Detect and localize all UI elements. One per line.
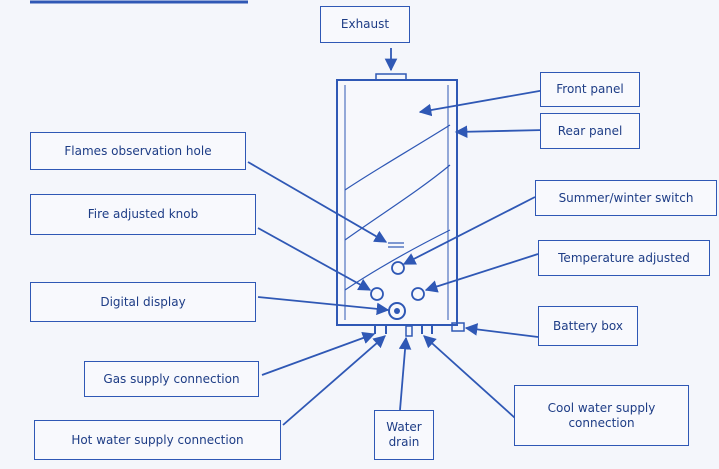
label-temperature-adjusted: Temperature adjusted — [538, 240, 710, 276]
battery-box-part — [451, 322, 465, 332]
arrow-digital-display — [257, 296, 390, 316]
arrow-cool-water — [423, 335, 516, 419]
summer-winter-switch-knob — [391, 261, 405, 275]
label-battery-box: Battery box — [538, 306, 638, 346]
label-exhaust: Exhaust — [320, 6, 410, 43]
arrow-temperature — [424, 253, 539, 293]
arrow-flames-hole — [247, 161, 388, 243]
arrow-front-panel — [418, 89, 546, 117]
arrow-rear-panel — [454, 125, 546, 139]
temperature-knob — [411, 287, 425, 301]
label-cool-water-supply-connection: Cool water supply connection — [514, 385, 689, 446]
label-fire-adjusted-knob: Fire adjusted knob — [30, 194, 256, 235]
arrow-battery-box — [464, 323, 539, 338]
panel-reflection — [344, 164, 451, 241]
arrow-summer-winter — [402, 196, 536, 265]
label-rear-panel: Rear panel — [540, 113, 640, 149]
label-digital-display: Digital display — [30, 282, 256, 322]
panel-reflection — [344, 229, 451, 291]
arrow-water-drain — [398, 336, 412, 411]
water-drain-pipe — [405, 325, 413, 337]
digital-display-dial-center — [394, 308, 400, 314]
label-water-drain: Water drain — [374, 410, 434, 460]
arrow-hot-water — [282, 335, 386, 426]
label-front-panel: Front panel — [540, 72, 640, 107]
heater-body — [336, 79, 458, 326]
arrow-fire-knob — [257, 227, 372, 291]
label-flames-observation-hole: Flames observation hole — [30, 132, 246, 170]
fire-knob — [370, 287, 384, 301]
label-summer-winter-switch: Summer/winter switch — [535, 180, 717, 216]
label-gas-supply-connection: Gas supply connection — [84, 361, 259, 397]
label-hot-water-supply-connection: Hot water supply connection — [34, 420, 281, 460]
panel-reflection — [344, 124, 451, 191]
arrow-gas-supply — [261, 331, 376, 376]
